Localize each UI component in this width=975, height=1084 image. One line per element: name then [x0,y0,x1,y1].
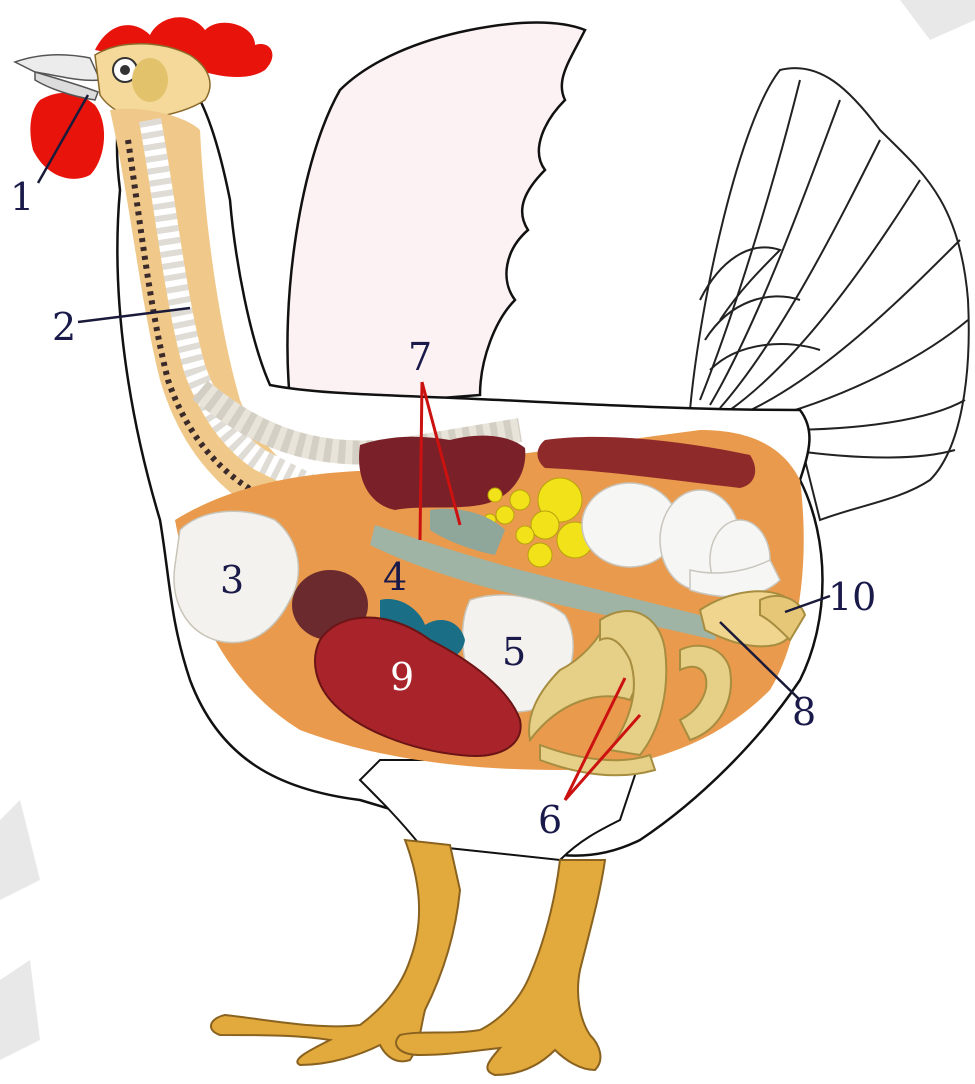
label-10: 10 [828,575,876,619]
label-4: 4 [383,555,407,599]
label-3: 3 [220,558,244,602]
brain [132,58,168,102]
wing [287,23,585,411]
label-6: 6 [538,798,562,842]
label-8: 8 [792,690,816,734]
corner-decoration [900,0,975,40]
beak [15,55,100,81]
label-7: 7 [408,335,432,379]
label-1: 1 [10,175,34,219]
pupil [120,65,130,75]
leader-7a [420,382,422,540]
legs [211,840,605,1075]
corner-decoration [0,800,40,900]
corner-decoration [0,960,40,1060]
label-9: 9 [390,655,414,699]
wattle [30,93,104,179]
label-2: 2 [52,305,76,349]
label-5: 5 [502,630,526,674]
